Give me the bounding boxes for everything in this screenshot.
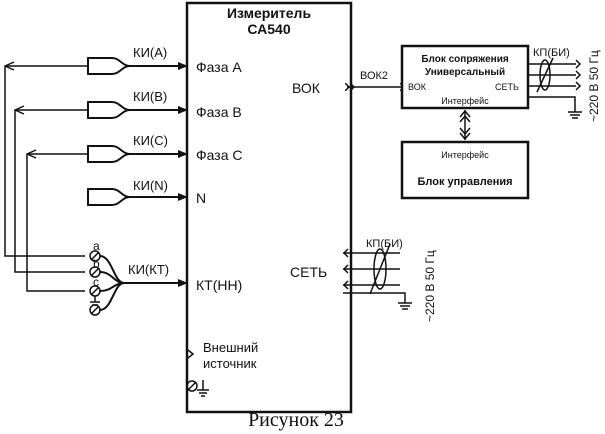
probe-b: КИ(В) [87,89,188,119]
kt-terminals: а b с [89,239,101,316]
probe-n: КИ(N) [87,178,188,206]
vok2-label: ВОК2 [360,70,388,82]
external-source-label-2: источник [203,356,257,371]
control-block [400,140,530,200]
terminal-a-label: а [93,239,100,253]
probe-kt: КИ(КТ) [99,255,188,311]
port-kt-label: КТ(НН) [196,277,242,293]
meter-title: Измеритель [227,5,312,21]
probe-n-label: КИ(N) [133,178,168,193]
wire-b [14,109,88,273]
meter-box [185,1,353,414]
figure-caption: Рисунок 23 [248,409,344,431]
external-source-label: Внешний [203,340,258,355]
ground-terminal-meter [186,380,198,392]
cable-right: КП(БИ) ~220 В 50 Гц [528,47,601,122]
port-phase-b-label: Фаза В [196,104,242,120]
interface-block-title: Блок сопряжения [421,54,509,65]
interface-block-if: Интерфейс [441,96,489,106]
port-set-label: СЕТЬ [290,264,327,280]
control-block-title: Блок управления [417,176,512,188]
probe-kt-label: КИ(КТ) [128,262,169,277]
supply-bottom-label: ~220 В 50 Гц [423,250,437,322]
probe-a-label: КИ(А) [133,45,167,60]
external-source-marker [187,349,195,359]
terminal-b-label: b [93,257,100,271]
terminal-c-label: с [93,275,99,289]
port-phase-c-label: Фаза С [196,147,242,163]
port-phase-a-label: Фаза А [196,59,242,75]
cable-bottom: КП(БИ) ~220 В 50 Гц [342,238,437,322]
cable-bottom-label: КП(БИ) [366,238,403,250]
meter-model: СА540 [247,21,290,37]
interface-block-subtitle: Универсальный [425,67,505,78]
probe-b-label: КИ(В) [133,89,167,104]
probe-c-label: КИ(С) [133,133,168,148]
supply-right-label: ~220 В 50 Гц [587,50,601,122]
probe-c: КИ(С) [87,133,188,163]
interface-block-vok: ВОК [408,82,427,92]
port-n-label: N [196,190,206,206]
interface-block [400,44,530,110]
ground-icon [197,380,209,397]
wire-c [26,153,88,292]
control-block-if: Интерфейс [441,150,489,160]
wire-a [4,65,88,257]
port-vok-label: ВОК [292,80,321,96]
cable-right-label: КП(БИ) [533,47,570,59]
interface-block-set: СЕТЬ [495,82,519,92]
probe-a: КИ(А) [87,45,188,75]
